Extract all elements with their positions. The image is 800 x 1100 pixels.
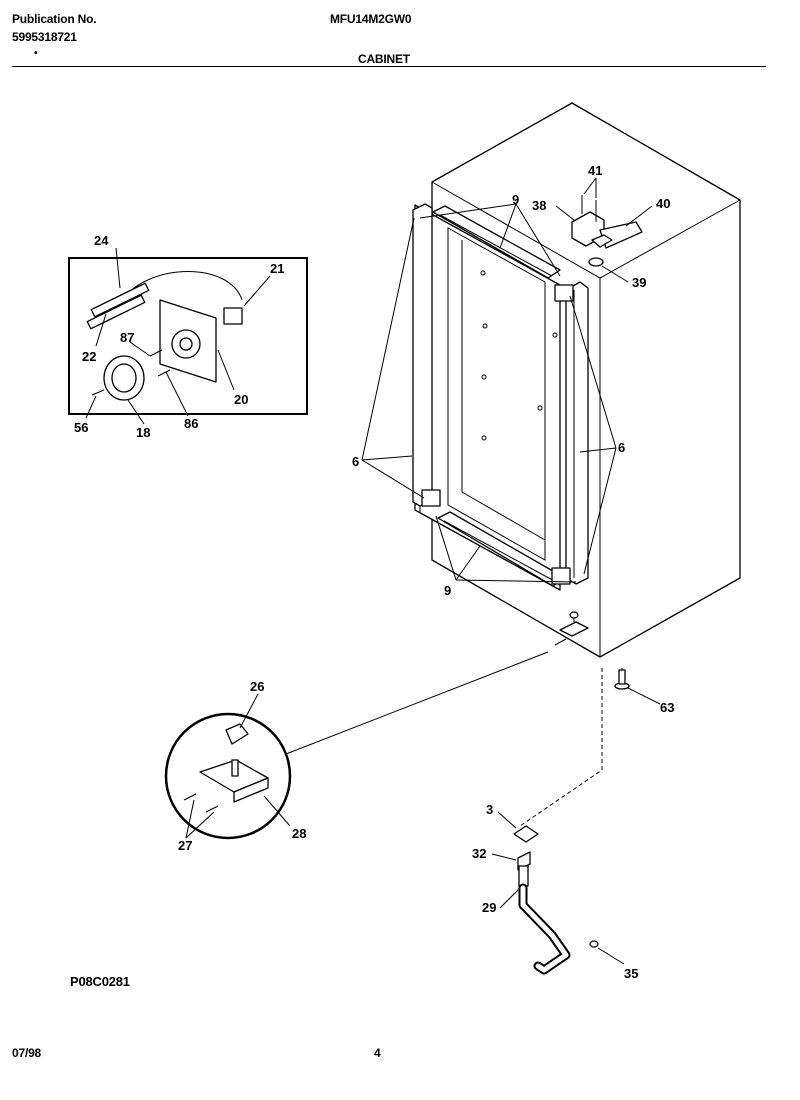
- callout-40: 40: [656, 196, 670, 211]
- callout-22: 22: [82, 349, 96, 364]
- drawing-code: P08C0281: [70, 974, 130, 989]
- callout-9-top: 9: [512, 192, 519, 207]
- callout-28: 28: [292, 826, 306, 841]
- door-gasket-top: [432, 205, 561, 279]
- bottom-hinge-cabinet: [554, 611, 589, 646]
- callout-29: 29: [482, 900, 496, 915]
- callout-24: 24: [94, 233, 109, 248]
- callout-3: 3: [486, 802, 493, 817]
- corner-piece-top: [554, 284, 574, 302]
- door-cam-assembly: [513, 825, 599, 975]
- side-trim-left: [412, 203, 433, 507]
- callout-27: 27: [178, 838, 192, 853]
- callout-26: 26: [250, 679, 264, 694]
- callout-18: 18: [136, 425, 150, 440]
- hinge-detail-circle: [164, 651, 549, 840]
- footer-date: 07/98: [12, 1046, 42, 1060]
- callout-86: 86: [184, 416, 198, 431]
- callout-9-bottom: 9: [444, 583, 451, 598]
- callout-35: 35: [624, 966, 638, 981]
- callout-20: 20: [234, 392, 248, 407]
- callout-39: 39: [632, 275, 646, 290]
- header-rule: [12, 66, 766, 67]
- thermostat-inset: [68, 257, 308, 415]
- page-number: 4: [374, 1046, 381, 1060]
- side-trim-right: [565, 281, 589, 585]
- callout-87: 87: [120, 330, 134, 345]
- callout-6-right: 6: [618, 440, 625, 455]
- section-title: CABINET: [358, 52, 410, 66]
- callout-6-left: 6: [352, 454, 359, 469]
- model-number: MFU14M2GW0: [330, 12, 412, 26]
- callout-56: 56: [74, 420, 88, 435]
- publication-number: 5995318721: [12, 30, 77, 44]
- callout-63: 63: [660, 700, 674, 715]
- corner-piece-bottom-right: [551, 567, 571, 585]
- leader-lines: [85, 177, 661, 965]
- callout-41: 41: [588, 163, 602, 178]
- leveling-leg: [614, 668, 630, 690]
- top-hinge-assembly: [571, 195, 643, 267]
- corner-piece-bottom: [421, 489, 441, 507]
- callout-21: 21: [270, 261, 284, 276]
- publication-label: Publication No.: [12, 12, 97, 26]
- callout-32: 32: [472, 846, 486, 861]
- callout-38: 38: [532, 198, 546, 213]
- header-dot: •: [34, 48, 38, 59]
